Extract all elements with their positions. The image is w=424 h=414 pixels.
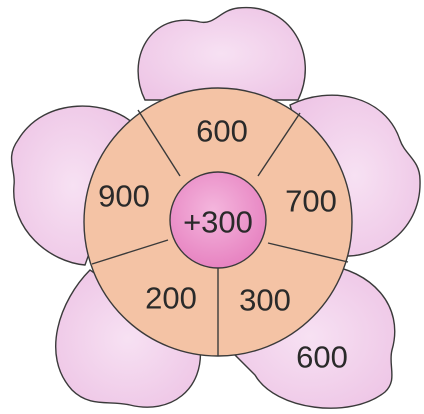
center-operation: +300 (183, 205, 253, 240)
segment-bottom-right-value: 300 (239, 283, 291, 318)
petal-answer-value: 600 (296, 340, 348, 375)
segment-top-value: 600 (196, 114, 248, 149)
segment-bottom-left-value: 200 (145, 281, 197, 316)
petal-top (138, 8, 305, 100)
segment-left-value: 900 (98, 179, 150, 214)
segment-right-value: 700 (285, 184, 337, 219)
